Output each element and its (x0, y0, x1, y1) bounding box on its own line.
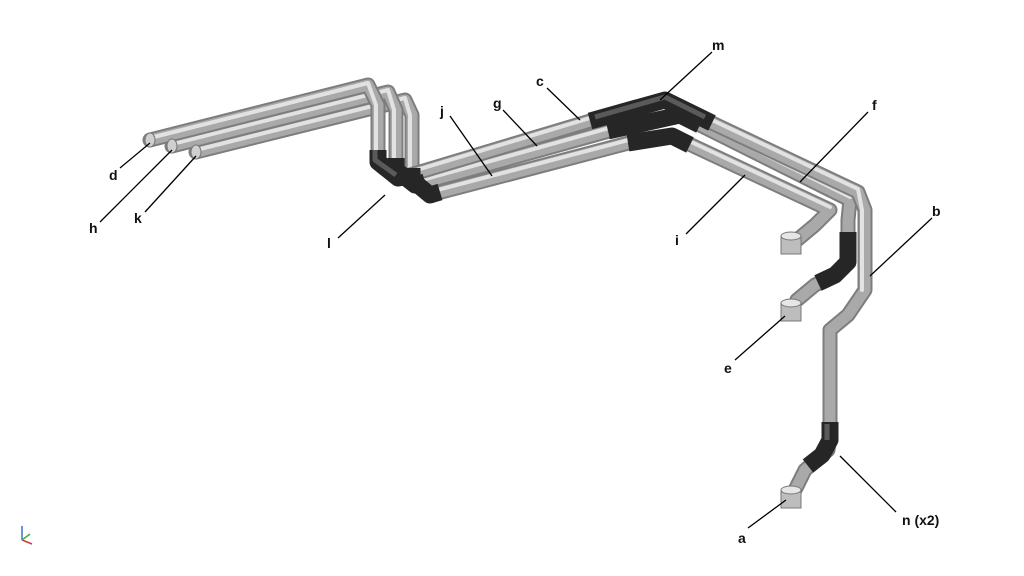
pipe-ends (144, 132, 802, 509)
label-e: e (724, 360, 732, 376)
label-b: b (932, 203, 941, 219)
pipe-run-b (164, 84, 858, 308)
label-c: c (536, 73, 544, 89)
elbow-fittings-l (369, 150, 443, 204)
label-l: l (327, 235, 331, 251)
label-j: j (439, 103, 444, 119)
label-h: h (89, 220, 98, 236)
label-a: a (738, 530, 746, 546)
elbow-fitting-mid (814, 232, 857, 291)
axis-triad-icon (21, 526, 33, 545)
label-k: k (134, 210, 142, 226)
label-n: n (x2) (902, 512, 939, 528)
elbow-fitting-n (802, 422, 839, 473)
leader-lines (99, 51, 933, 529)
label-d: d (109, 167, 118, 183)
label-i: i (675, 232, 679, 248)
elbow-fittings-m (587, 91, 716, 153)
label-m: m (712, 37, 724, 53)
label-f: f (872, 97, 877, 113)
label-g: g (493, 95, 502, 111)
